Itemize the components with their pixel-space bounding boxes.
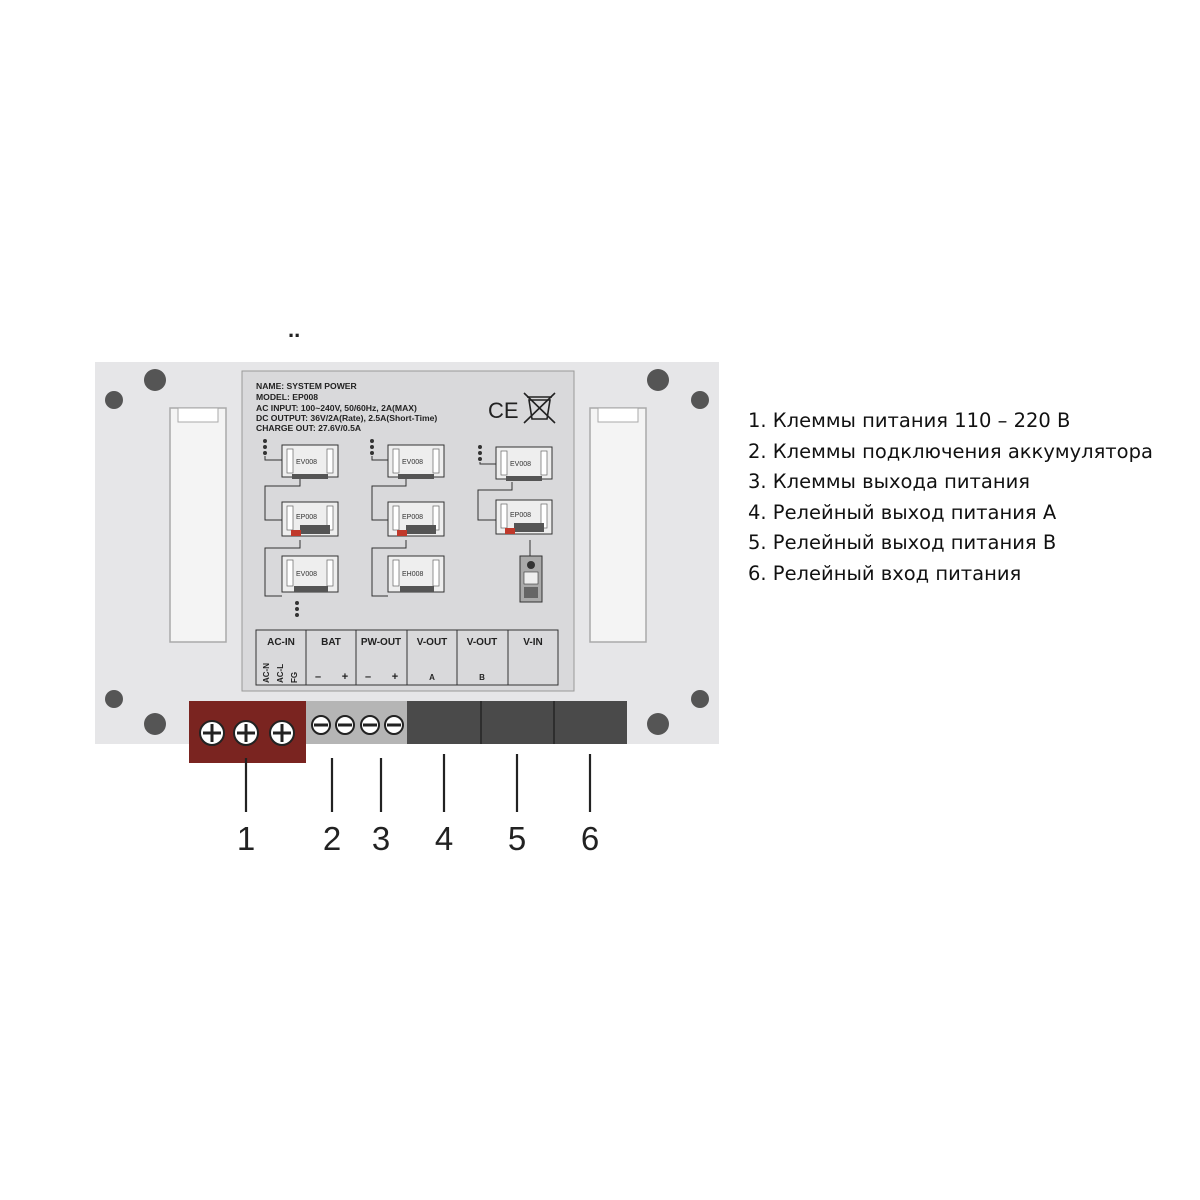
mounting-hole-icon — [105, 391, 123, 409]
label-name: NAME: SYSTEM POWER — [256, 381, 358, 391]
wiring-diagram — [263, 439, 531, 617]
relay-output-a-block — [407, 701, 481, 744]
legend-item-5: 5. Релейный выход питания В — [748, 531, 1057, 554]
left-recess — [169, 407, 227, 643]
svg-text:EP008: EP008 — [402, 514, 423, 521]
terminal-pw-out-plus: + — [392, 671, 398, 683]
screw-icon — [384, 715, 404, 735]
top-marks: .. — [288, 317, 300, 342]
terminal-v-out-a-label: V-OUT — [417, 637, 448, 648]
mounting-hole-icon — [691, 690, 709, 708]
terminal-b-label: B — [479, 673, 485, 682]
module-ep008-1: EP008 — [281, 501, 339, 537]
weee-bin-icon — [523, 392, 556, 424]
legend-item-2: 2. Клеммы подключения аккумулятора — [748, 439, 1153, 463]
relay-output-b-block — [481, 701, 554, 744]
callout-number-1: 1 — [237, 820, 255, 857]
svg-text:EV008: EV008 — [296, 571, 317, 578]
terminal-ac-n-label: AC-N — [262, 663, 271, 683]
module-ev008-4: EV008 — [281, 555, 339, 593]
terminal-bat-plus: + — [342, 671, 348, 683]
terminal-bat-minus: – — [315, 671, 321, 683]
screw-icon — [199, 720, 225, 746]
legend-item-3: 3. Клеммы выхода питания — [748, 470, 1030, 493]
terminal-ac-l-label: AC-L — [276, 664, 285, 683]
terminal-pw-out-minus: – — [365, 671, 371, 683]
callout-number-4: 4 — [435, 820, 453, 857]
legend-item-1: 1. Клеммы питания 110 – 220 В — [748, 409, 1071, 432]
right-recess-clip — [597, 407, 639, 423]
mounting-hole-icon — [105, 690, 123, 708]
svg-text:EV008: EV008 — [510, 461, 531, 468]
bat-screw-group — [311, 715, 404, 735]
label-charge-out: CHARGE OUT: 27.6V/0.5A — [256, 423, 361, 433]
svg-text:EH008: EH008 — [402, 571, 424, 578]
mounting-hole-icon — [647, 713, 669, 735]
terminal-label-table: AC-IN AC-N AC-L FG BAT – + PW-OUT – + V-… — [255, 629, 559, 686]
label-dc-output: DC OUTPUT: 36V/2A(Rate), 2.5A(Short-Time… — [256, 413, 437, 423]
door-station-icon — [519, 555, 543, 603]
right-recess — [589, 407, 647, 643]
module-ep008-3: EP008 — [495, 499, 553, 535]
terminal-ac-in-label: AC-IN — [267, 637, 295, 648]
module-group: EV008 EV008 EV008 EP008 — [281, 444, 553, 603]
terminal-bat-label: BAT — [321, 637, 341, 648]
module-ep008-2: EP008 — [387, 501, 445, 537]
left-recess-clip — [177, 407, 219, 423]
screw-icon — [335, 715, 355, 735]
mounting-hole-icon — [144, 369, 166, 391]
svg-text:EP008: EP008 — [510, 512, 531, 519]
ac-screw-group — [199, 720, 295, 746]
label-ac-input: AC INPUT: 100~240V, 50/60Hz, 2A(MAX) — [256, 403, 417, 413]
screw-icon — [233, 720, 259, 746]
callout-number-3: 3 — [372, 820, 390, 857]
svg-text:EP008: EP008 — [296, 514, 317, 521]
callout-number-6: 6 — [581, 820, 599, 857]
screw-icon — [269, 720, 295, 746]
screw-icon — [360, 715, 380, 735]
terminal-a-label: A — [429, 673, 435, 682]
legend-item-4: 4. Релейный выход питания А — [748, 500, 1057, 524]
mounting-hole-icon — [647, 369, 669, 391]
svg-text:EV008: EV008 — [296, 459, 317, 466]
callout-lines — [244, 754, 592, 812]
relay-input-block — [554, 701, 627, 744]
module-eh008: EH008 — [387, 555, 445, 593]
svg-text:EV008: EV008 — [402, 459, 423, 466]
terminal-fg-label: FG — [290, 672, 299, 683]
label-model: MODEL: EP008 — [256, 392, 318, 402]
mounting-hole-icon — [144, 713, 166, 735]
mounting-hole-icon — [691, 391, 709, 409]
module-ev008-2: EV008 — [387, 444, 445, 479]
callout-number-5: 5 — [508, 820, 526, 857]
screw-icon — [311, 715, 331, 735]
ce-mark-icon: CE — [488, 398, 519, 423]
terminal-v-in-label: V-IN — [523, 637, 542, 648]
terminal-pw-out-label: PW-OUT — [361, 637, 401, 648]
legend-item-6: 6. Релейный вход питания — [748, 561, 1022, 585]
terminal-v-out-b-label: V-OUT — [467, 637, 498, 648]
module-ev008-3: EV008 — [495, 446, 553, 481]
legend: 1. Клеммы питания 110 – 220 В 2. Клеммы … — [748, 406, 1153, 589]
callout-number-2: 2 — [323, 820, 341, 857]
module-ev008-1: EV008 — [281, 444, 339, 479]
